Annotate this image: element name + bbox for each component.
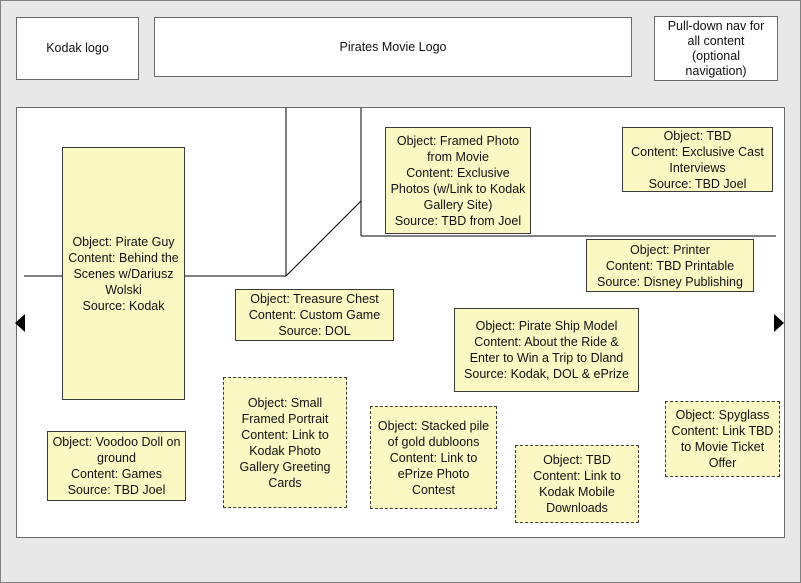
right-arrow-icon[interactable] [774,314,784,332]
left-arrow-icon[interactable] [15,314,25,332]
object-printer[interactable]: Object: Printer Content: TBD Printable S… [586,239,754,292]
object-mobile-downloads-text: Object: TBD Content: Link to Kodak Mobil… [533,453,621,515]
kodak-logo[interactable]: Kodak logo [16,17,139,80]
pull-down-nav-label: Pull-down nav for all content (optional … [667,18,765,78]
object-framed-photo[interactable]: Object: Framed Photo from Movie Content:… [385,127,531,234]
pirates-movie-logo-label: Pirates Movie Logo [339,39,447,54]
perspective-line [285,200,362,277]
object-mobile-downloads[interactable]: Object: TBD Content: Link to Kodak Mobil… [515,445,639,523]
object-voodoo-doll[interactable]: Object: Voodoo Doll on ground Content: G… [47,431,186,501]
kodak-logo-label: Kodak logo [46,41,109,55]
object-spyglass-text: Object: Spyglass Content: Link TBD to Mo… [671,408,774,470]
object-pirate-guy-text: Object: Pirate Guy Content: Behind the S… [68,234,179,313]
object-treasure-chest-text: Object: Treasure Chest Content: Custom G… [248,292,381,338]
object-pirate-guy[interactable]: Object: Pirate Guy Content: Behind the S… [62,147,185,400]
object-gold-dubloons[interactable]: Object: Stacked pile of gold dubloons Co… [370,406,497,509]
object-gold-dubloons-text: Object: Stacked pile of gold dubloons Co… [377,418,490,497]
object-treasure-chest[interactable]: Object: Treasure Chest Content: Custom G… [235,289,394,341]
object-small-framed-portrait[interactable]: Object: Small Framed Portrait Content: L… [223,377,347,508]
pull-down-nav[interactable]: Pull-down nav for all content (optional … [654,16,778,81]
object-small-framed-portrait-text: Object: Small Framed Portrait Content: L… [239,395,331,490]
object-printer-text: Object: Printer Content: TBD Printable S… [597,242,743,289]
object-spyglass[interactable]: Object: Spyglass Content: Link TBD to Mo… [665,401,780,477]
object-pirate-ship-model[interactable]: Object: Pirate Ship Model Content: About… [454,308,639,392]
object-cast-interviews-text: Object: TBD Content: Exclusive Cast Inte… [631,128,764,191]
object-cast-interviews[interactable]: Object: TBD Content: Exclusive Cast Inte… [622,127,773,192]
object-pirate-ship-model-text: Object: Pirate Ship Model Content: About… [464,319,629,381]
object-voodoo-doll-text: Object: Voodoo Doll on ground Content: G… [52,435,181,497]
pirates-movie-logo[interactable]: Pirates Movie Logo [154,17,632,77]
object-framed-photo-text: Object: Framed Photo from Movie Content:… [390,133,526,228]
